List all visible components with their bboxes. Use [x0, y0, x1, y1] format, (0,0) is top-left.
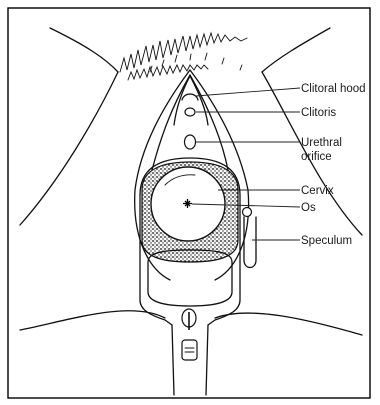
clitoris — [185, 108, 195, 116]
clitoral-hood — [182, 94, 198, 100]
pubic-hair — [120, 33, 247, 80]
label-os: Os — [301, 202, 316, 214]
urethral-orifice — [185, 135, 196, 149]
label-speculum: Speculum — [301, 235, 352, 247]
label-clitoris: Clitoris — [301, 107, 336, 119]
label-cervix: Cervix — [301, 185, 334, 197]
label-urethral-orifice-line1: Urethral — [301, 137, 342, 149]
label-urethral-orifice-line2: orifice — [301, 151, 332, 163]
label-clitoral-hood: Clitoral hood — [301, 83, 366, 95]
